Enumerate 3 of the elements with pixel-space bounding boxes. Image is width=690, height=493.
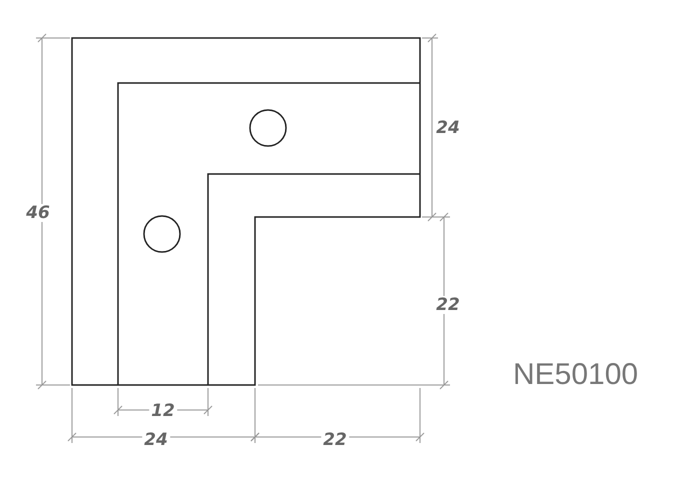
model-number: NE50100 <box>513 358 638 392</box>
dimension-label: 22 <box>434 296 462 314</box>
dimension-label: 46 <box>24 204 52 222</box>
